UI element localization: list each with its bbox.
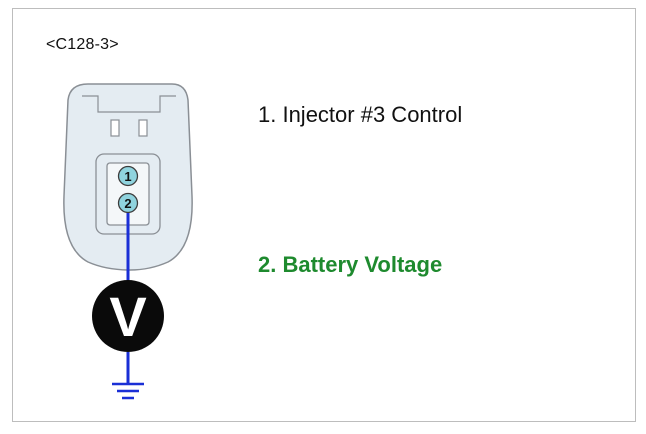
connector-slot-right xyxy=(138,119,148,137)
voltmeter-icon xyxy=(92,280,164,352)
pin-1-number: 1 xyxy=(124,169,131,184)
pin-2-number: 2 xyxy=(124,196,131,211)
connector-label: <C128-3> xyxy=(46,36,119,53)
pin-1-description: 1. Injector #3 Control xyxy=(258,102,463,127)
pin-1 xyxy=(117,165,139,187)
voltmeter-symbol: V xyxy=(109,285,146,348)
pin-2-description: 2. Battery Voltage xyxy=(258,252,443,277)
connector-slot-left xyxy=(110,119,120,137)
connector-latch xyxy=(82,95,176,113)
ground-icon xyxy=(112,382,144,400)
pin-2 xyxy=(117,192,139,214)
